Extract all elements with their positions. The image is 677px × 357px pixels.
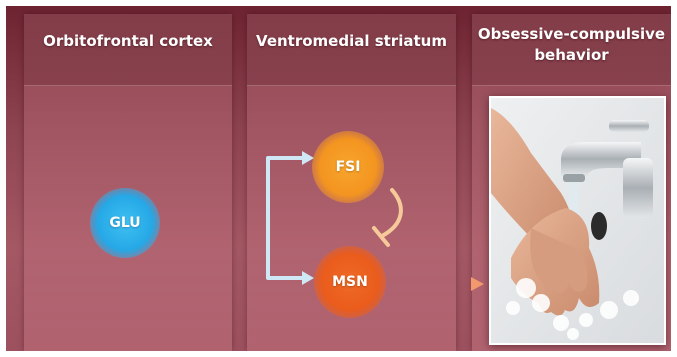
msn-node: MSN (314, 246, 386, 318)
hands-washing-icon (491, 98, 664, 343)
hand-washing-photo (489, 96, 666, 345)
fsi-label: FSI (336, 159, 361, 175)
glu-node: GLU (90, 188, 160, 258)
diagram-canvas: Orbitofrontal cortex Ventromedial striat… (6, 6, 671, 351)
msn-label: MSN (332, 274, 368, 290)
glu-label: GLU (109, 215, 140, 231)
fsi-node: FSI (312, 131, 384, 203)
fsi-inhibits-msn-arrow (374, 190, 401, 245)
glu-to-striatum-arrow (174, 151, 314, 285)
msn-to-behavior-arrow (398, 277, 484, 291)
